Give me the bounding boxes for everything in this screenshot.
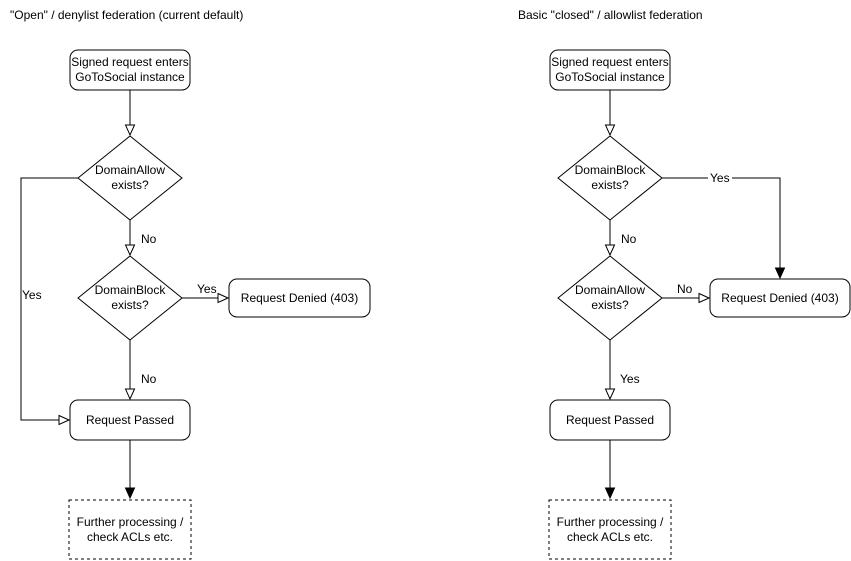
right-start-node — [549, 49, 671, 91]
left-further-node — [68, 499, 192, 560]
right-further-node — [548, 499, 672, 560]
right-edge-decision1-yes-to-denied — [662, 177, 780, 278]
left-edge-label-decision1-yes: Yes — [22, 288, 42, 302]
left-flowchart — [20, 49, 371, 560]
right-decision2-node — [557, 255, 663, 341]
left-chart-title: "Open" / denylist federation (current de… — [10, 8, 244, 22]
right-edge-label-decision1-yes: Yes — [708, 171, 732, 185]
right-edge-label-decision1-no: No — [621, 232, 637, 246]
left-start-node — [69, 49, 191, 91]
left-edge-label-decision1-no: No — [141, 232, 157, 246]
right-edge-label-decision2-yes: Yes — [620, 372, 640, 386]
left-edge-decision1-yes-to-passed — [20, 177, 78, 420]
left-edge-label-decision2-no: No — [141, 372, 157, 386]
left-decision1-node — [77, 135, 183, 221]
right-chart-title: Basic "closed" / allowlist federation — [518, 8, 703, 22]
right-passed-node — [549, 399, 671, 441]
left-denied-node — [228, 278, 371, 318]
left-passed-node — [69, 399, 191, 441]
left-decision2-node — [77, 255, 183, 341]
right-flowchart — [548, 49, 851, 560]
right-denied-node — [709, 278, 851, 318]
right-decision1-node — [557, 135, 663, 221]
left-edge-label-decision2-yes: Yes — [197, 282, 217, 296]
right-edge-label-decision2-no: No — [677, 282, 693, 296]
